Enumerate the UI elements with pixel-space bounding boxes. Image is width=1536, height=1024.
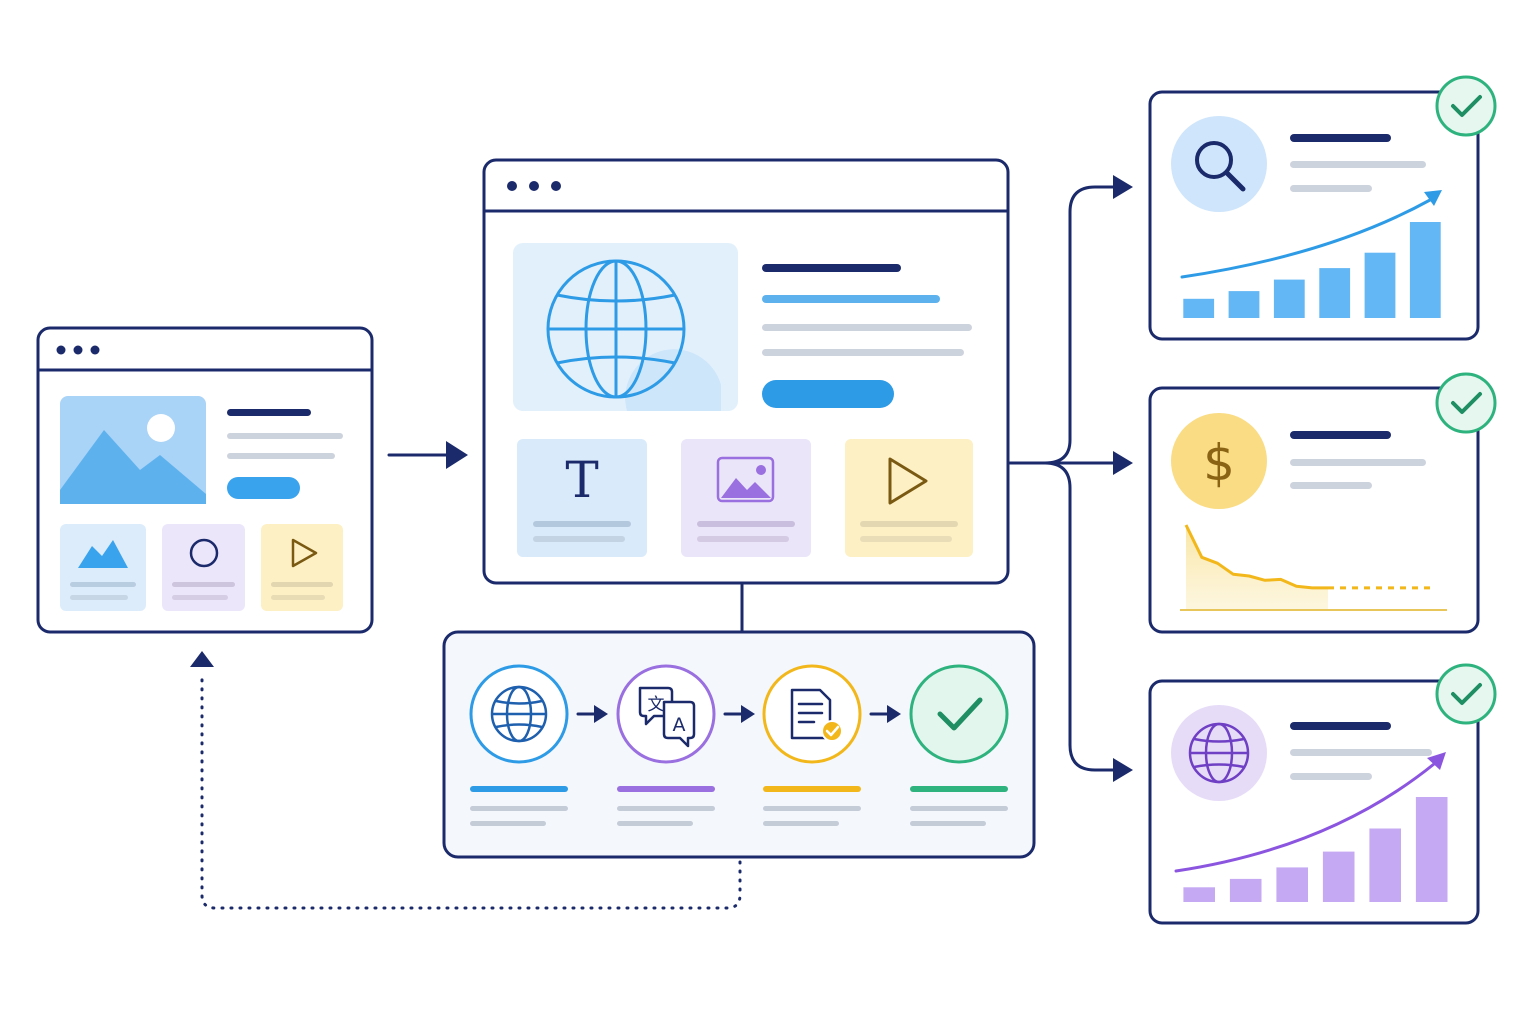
feedback-loop-arrow <box>190 651 742 910</box>
chart-bar <box>1183 887 1215 902</box>
outcome-card-global-growth <box>1148 663 1497 925</box>
main-cta-button[interactable] <box>762 380 894 408</box>
main-tile-image <box>681 439 811 557</box>
trend-up-arrow-line <box>1174 762 1436 873</box>
success-check-icon <box>1435 372 1497 434</box>
arrow-tip-icon <box>1427 752 1446 770</box>
svg-text:文: 文 <box>648 695 665 715</box>
pipeline-step-translate: 文 A <box>616 664 716 826</box>
globe-icon <box>1171 705 1267 801</box>
main-tile-text: T <box>517 439 647 557</box>
area-fill <box>1186 525 1328 610</box>
success-check-icon <box>1435 75 1497 137</box>
main-website-window: T <box>482 158 1010 585</box>
growth-bar-chart <box>1183 222 1441 318</box>
chart-bar <box>1364 252 1396 318</box>
chart-bar <box>1229 878 1262 902</box>
main-title-line <box>762 264 901 272</box>
mountain-icon <box>78 540 128 568</box>
pipeline-arrow-2 <box>723 705 755 723</box>
play-icon <box>888 457 928 505</box>
chart-bar <box>1415 797 1448 902</box>
chart-bar <box>1409 222 1441 318</box>
dollar-icon: $ <box>1171 413 1267 509</box>
pipeline-arrow-3 <box>869 705 901 723</box>
source-tile-mountain <box>60 524 146 611</box>
main-hero-panel <box>513 243 738 411</box>
chart-bar <box>1183 298 1215 318</box>
search-icon <box>1171 116 1267 212</box>
pipeline-step-review <box>762 664 862 826</box>
localization-pipeline-panel: 文 A <box>442 630 1036 859</box>
text-icon: T <box>565 451 598 509</box>
circle-icon <box>189 538 219 568</box>
source-website-window <box>36 326 374 634</box>
globe-icon <box>546 259 686 399</box>
globe-icon <box>490 685 548 743</box>
window-controls <box>56 345 100 355</box>
checkmark-icon <box>937 697 983 731</box>
document-check-icon <box>790 688 843 742</box>
cost-area-chart <box>1184 524 1436 610</box>
success-check-icon <box>1435 663 1497 725</box>
svg-text:$: $ <box>1203 434 1235 492</box>
main-tile-play <box>845 439 973 557</box>
landscape-image-icon <box>60 396 206 504</box>
window-controls <box>507 181 561 191</box>
trend-up-arrow-line <box>1180 198 1432 279</box>
chart-bar <box>1319 268 1351 318</box>
image-icon <box>716 456 775 503</box>
pipeline-arrow-1 <box>576 705 608 723</box>
source-tile-circle <box>162 524 245 611</box>
svg-text:A: A <box>673 714 686 736</box>
svg-text:T: T <box>565 451 598 509</box>
trend-down-line <box>1184 524 1328 590</box>
branch-arrows <box>1008 175 1133 782</box>
arrow-source-to-main <box>387 441 468 469</box>
source-cta-button[interactable] <box>227 477 300 499</box>
translate-icon: 文 A <box>638 686 696 748</box>
outcome-card-cost-reduction: $ <box>1148 372 1497 634</box>
source-title-line <box>227 409 311 416</box>
chart-bar <box>1228 291 1260 318</box>
chart-bar <box>1273 279 1305 318</box>
growth-bar-chart <box>1183 797 1448 902</box>
source-tile-play <box>261 524 343 611</box>
pipeline-step-source <box>469 664 569 826</box>
chart-bar <box>1369 828 1401 902</box>
play-icon <box>291 538 318 568</box>
chart-bar <box>1322 851 1355 902</box>
chart-bar <box>1276 867 1308 902</box>
outcome-card-search-growth <box>1148 75 1497 341</box>
arrow-tip-icon <box>1424 190 1442 206</box>
pipeline-step-complete <box>909 664 1009 826</box>
